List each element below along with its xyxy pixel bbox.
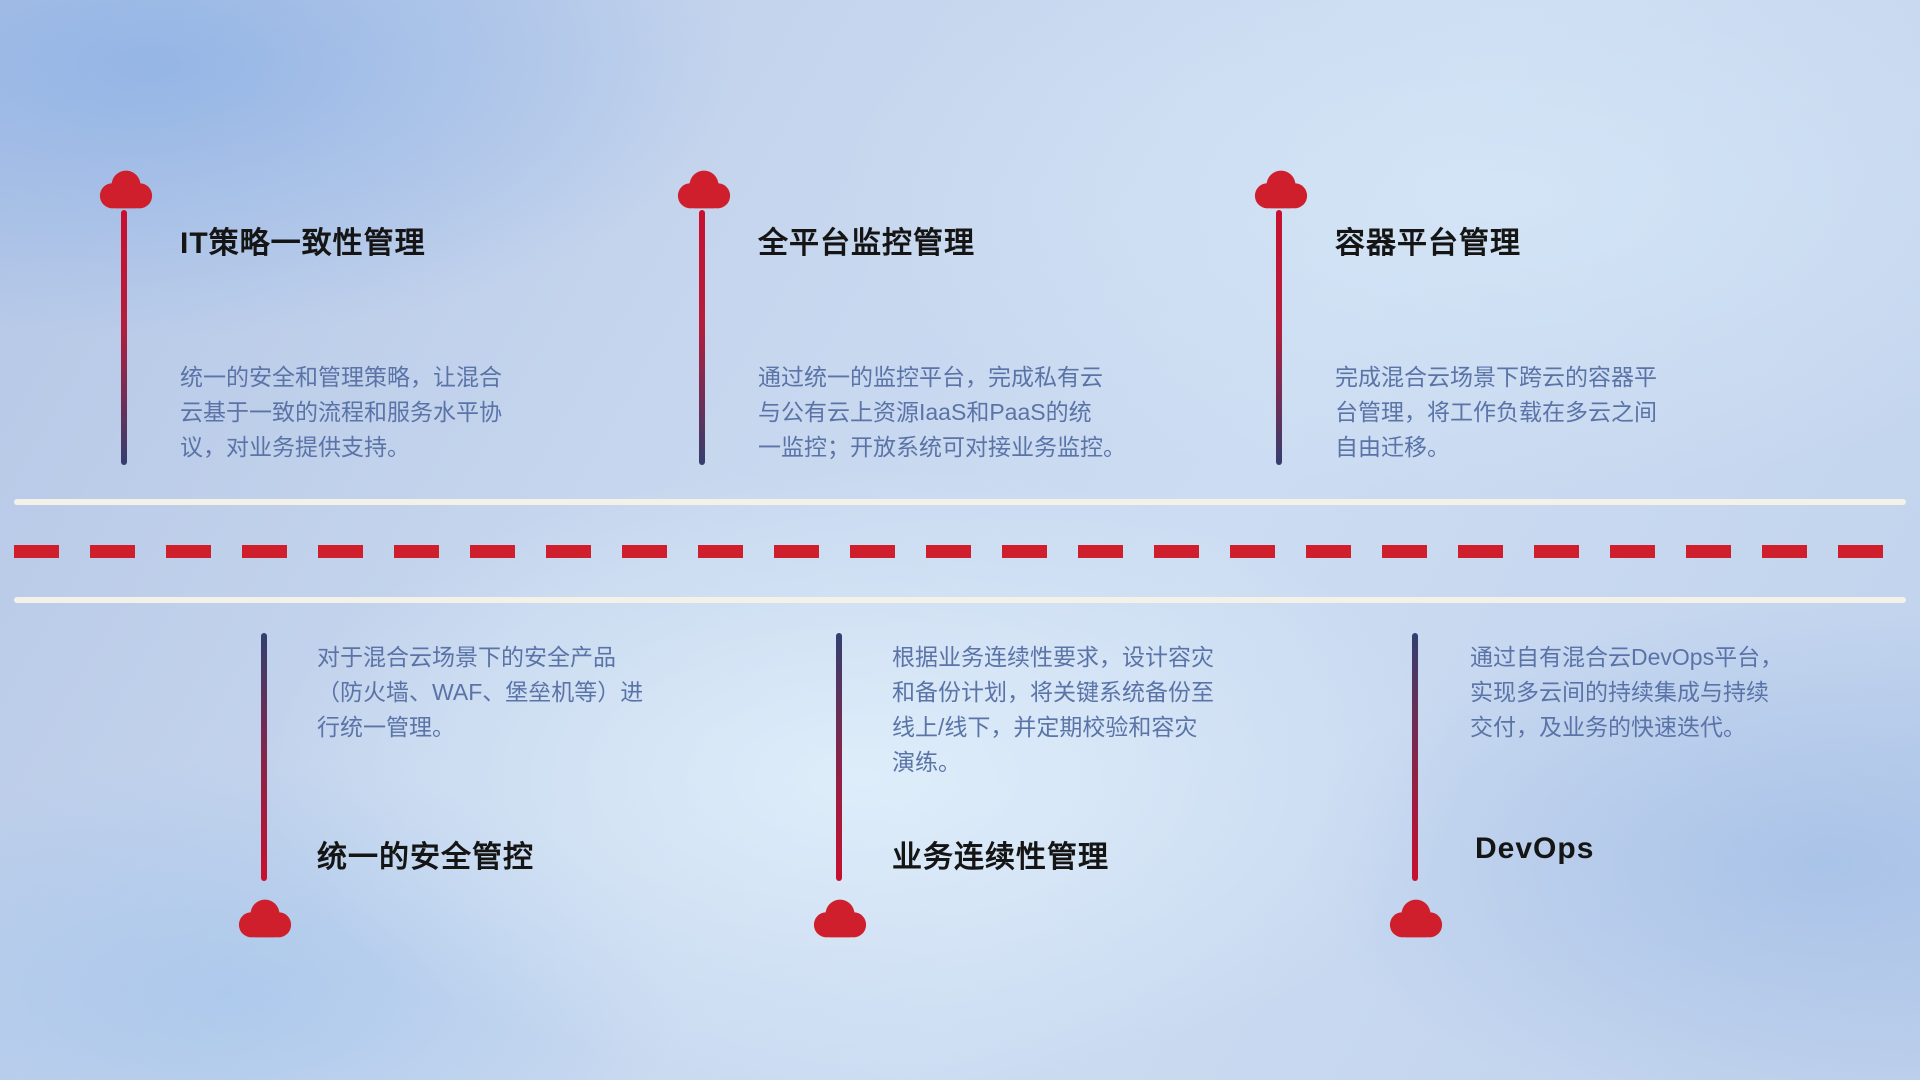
road-dashed-centerline xyxy=(14,545,1906,558)
road-line-top xyxy=(14,499,1906,505)
cloud-icon xyxy=(1252,168,1310,210)
feature-title: IT策略一致性管理 xyxy=(180,227,426,260)
feature-title: 业务连续性管理 xyxy=(892,841,1109,874)
cloud-icon xyxy=(1387,897,1445,939)
feature-description: 统一的安全和管理策略，让混合 云基于一致的流程和服务水平协 议，对业务提供支持。 xyxy=(180,364,502,460)
feature-title: DevOps xyxy=(1475,832,1595,865)
cloud-icon xyxy=(97,168,155,210)
feature-title: 统一的安全管控 xyxy=(317,841,534,874)
feature-description: 根据业务连续性要求，设计容灾 和备份计划，将关键系统备份至 线上/线下，并定期校… xyxy=(892,644,1214,775)
connector-line xyxy=(261,633,267,881)
connector-line xyxy=(699,210,705,465)
connector-line xyxy=(1276,210,1282,465)
connector-line xyxy=(836,633,842,881)
cloud-icon xyxy=(675,168,733,210)
feature-description: 对于混合云场景下的安全产品 （防火墙、WAF、堡垒机等）进 行统一管理。 xyxy=(317,644,644,740)
connector-line xyxy=(121,210,127,465)
feature-description: 通过自有混合云DevOps平台， 实现多云间的持续集成与持续 交付，及业务的快速… xyxy=(1470,644,1784,740)
cloud-icon xyxy=(811,897,869,939)
cloud-icon xyxy=(236,897,294,939)
feature-title: 容器平台管理 xyxy=(1335,227,1521,260)
feature-description: 通过统一的监控平台，完成私有云 与公有云上资源IaaS和PaaS的统 一监控；开… xyxy=(758,364,1126,460)
feature-title: 全平台监控管理 xyxy=(758,227,975,260)
connector-line xyxy=(1412,633,1418,881)
road-line-bottom xyxy=(14,597,1906,603)
feature-description: 完成混合云场景下跨云的容器平 台管理，将工作负载在多云之间 自由迁移。 xyxy=(1335,364,1657,460)
